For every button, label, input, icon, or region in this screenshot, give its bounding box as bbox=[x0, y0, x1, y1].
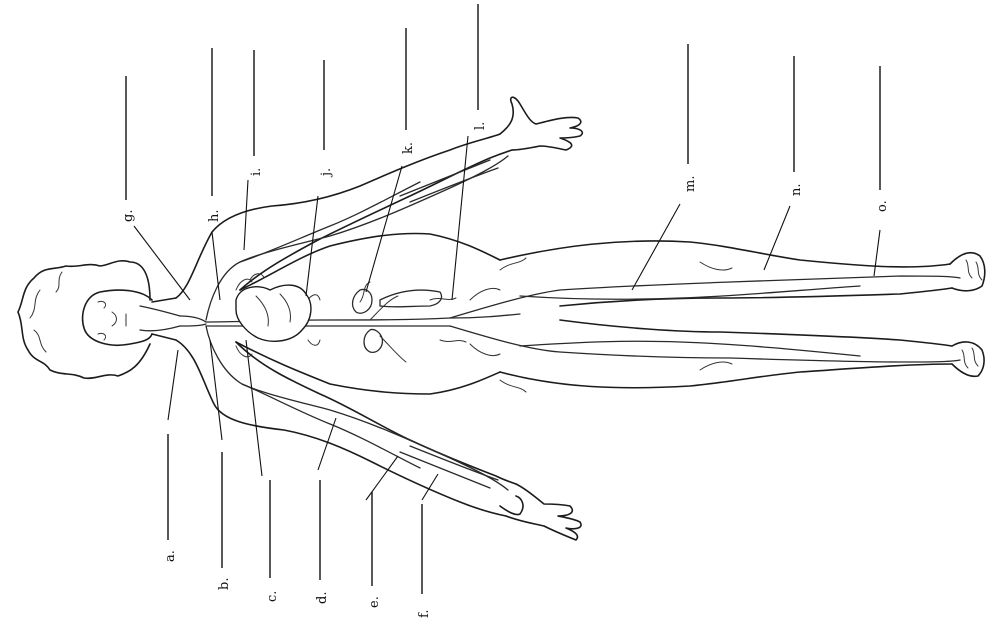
leader-g bbox=[134, 226, 190, 300]
upper-foot-outline bbox=[950, 253, 985, 291]
label-n: n. bbox=[789, 183, 804, 196]
leader-c bbox=[246, 340, 262, 476]
label-f: f. bbox=[417, 610, 432, 618]
label-d: d. bbox=[315, 592, 330, 604]
label-l: l. bbox=[473, 122, 488, 130]
leader-i bbox=[244, 180, 248, 250]
leader-o bbox=[874, 230, 880, 276]
label-j: j. bbox=[319, 168, 334, 178]
label-e: e. bbox=[367, 596, 382, 608]
label-c: c. bbox=[265, 591, 280, 602]
label-g: g. bbox=[121, 210, 136, 222]
leader-l bbox=[452, 136, 468, 300]
label-i: i. bbox=[249, 168, 264, 176]
lower-leg-outline bbox=[500, 364, 952, 388]
lower-foot-outline bbox=[952, 342, 984, 376]
heart bbox=[236, 285, 311, 341]
label-k: k. bbox=[401, 142, 416, 154]
upper-arm-outline bbox=[176, 134, 500, 298]
label-a: a. bbox=[163, 550, 178, 562]
label-h: h. bbox=[207, 209, 222, 222]
lower-hand-outline bbox=[506, 484, 581, 540]
leader-n bbox=[764, 206, 790, 270]
foot-scribbles bbox=[962, 260, 982, 368]
letter-labels: a. b. c. d. e. f. g. h. i. j. k. l. m. n… bbox=[121, 122, 890, 618]
body-outline bbox=[18, 97, 985, 540]
face-outline bbox=[83, 290, 152, 345]
upper-leg-outline bbox=[500, 241, 950, 267]
leader-m bbox=[632, 204, 680, 290]
label-b: b. bbox=[217, 578, 232, 590]
leader-e bbox=[366, 456, 398, 500]
label-o: o. bbox=[875, 200, 890, 212]
leader-k bbox=[366, 166, 402, 292]
upper-hand-outline bbox=[500, 97, 582, 150]
leader-a bbox=[168, 350, 178, 420]
label-m: m. bbox=[683, 176, 698, 192]
head-hair-outline bbox=[18, 261, 150, 379]
